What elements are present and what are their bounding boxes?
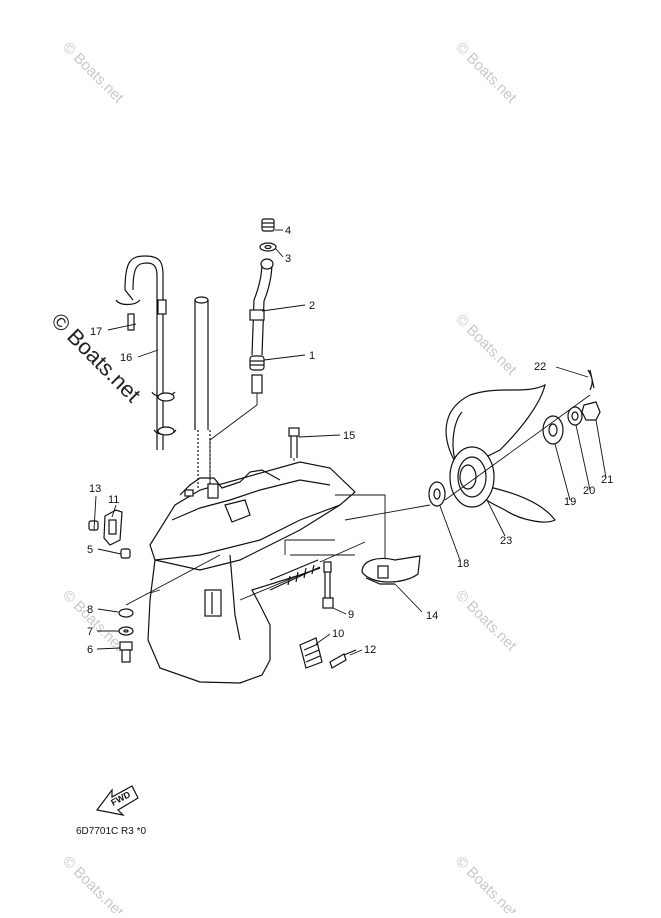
- callout-13: 13: [89, 483, 101, 495]
- grommet-part: [209, 355, 265, 490]
- watermark-bottom-right: © Boats.net: [452, 853, 520, 913]
- callout-20: 20: [583, 485, 595, 497]
- forward-arrow-icon: FWD: [95, 785, 139, 816]
- callout-10: 10: [332, 628, 344, 640]
- watermark-low-right: © Boats.net: [452, 587, 520, 655]
- watermark-bottom-left: © Boats.net: [59, 853, 127, 913]
- gasket-part: [259, 242, 277, 252]
- callout-14: 14: [426, 610, 438, 622]
- watermark-low-left: © Boats.net: [59, 587, 127, 655]
- callout-16: 16: [120, 352, 132, 364]
- callout-leaders: [93, 229, 607, 656]
- callout-3: 3: [285, 253, 291, 265]
- watermark-top-left: © Boats.net: [59, 39, 127, 107]
- callout-21: 21: [601, 474, 613, 486]
- bolt-15-part: [288, 427, 300, 470]
- gear-case-part: [147, 461, 356, 684]
- callout-17: 17: [90, 326, 102, 338]
- plug-part: [261, 218, 275, 232]
- bolt-9-part: [322, 561, 334, 609]
- callout-22: 22: [534, 361, 546, 373]
- diagram-code: 6D7701C R3 *0: [76, 826, 146, 837]
- callout-4: 4: [285, 225, 291, 237]
- leader-lines: [125, 494, 431, 606]
- callout-6: 6: [87, 644, 93, 656]
- callout-19: 19: [564, 496, 576, 508]
- callout-9: 9: [348, 609, 354, 621]
- thrust-washer-part: [428, 481, 446, 507]
- callout-1: 1: [309, 350, 315, 362]
- watermark-mid-right: © Boats.net: [452, 311, 520, 379]
- callout-15: 15: [343, 430, 355, 442]
- callout-18: 18: [457, 558, 469, 570]
- callout-23: 23: [500, 535, 512, 547]
- callout-8: 8: [87, 604, 93, 616]
- watermark-top-right: © Boats.net: [452, 39, 520, 107]
- propeller-shaft-part: [239, 541, 366, 601]
- hose-assembly-part: [115, 255, 177, 450]
- callout-5: 5: [87, 544, 93, 556]
- water-pipe-part: [249, 258, 274, 356]
- drive-shaft-part: [194, 296, 211, 490]
- callout-7: 7: [87, 626, 93, 638]
- callout-11: 11: [108, 494, 119, 506]
- propeller-part: [445, 383, 556, 523]
- trim-tab-part: [299, 637, 357, 669]
- anode-part: [361, 555, 421, 585]
- propeller-hardware: [444, 369, 601, 501]
- callout-2: 2: [309, 300, 315, 312]
- callout-12: 12: [364, 644, 376, 656]
- trim-screw-parts: [88, 509, 131, 559]
- callout-numbers: 4 3 2 1 15 17 16 13 11 5 8 7 6 9 10 12 1…: [87, 225, 613, 656]
